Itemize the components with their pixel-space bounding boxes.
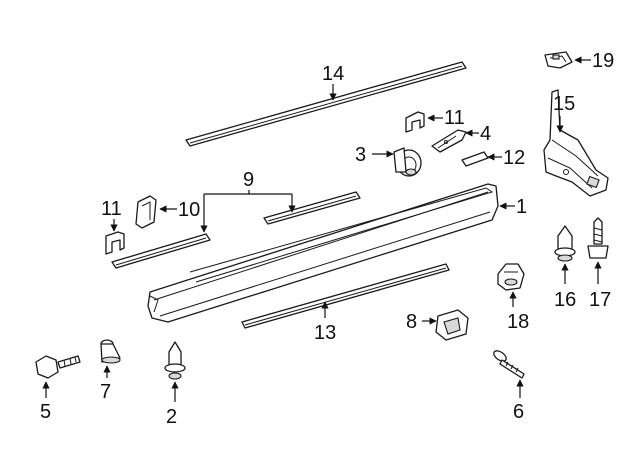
- callout-5: 5: [40, 401, 51, 423]
- molding-9-left: [111, 233, 211, 269]
- callout-15: 15: [553, 93, 575, 115]
- callout-4: 4: [480, 123, 491, 145]
- callout-6: 6: [513, 401, 524, 423]
- callout-13: 13: [314, 322, 336, 344]
- lower-molding-13: [241, 263, 450, 329]
- clip-10: [135, 195, 157, 229]
- callout-8: 8: [406, 311, 417, 333]
- callout-17: 17: [589, 289, 611, 311]
- callout-1: 1: [516, 196, 527, 218]
- callout-10: 10: [178, 199, 200, 221]
- molding-9-right: [263, 191, 361, 225]
- small-clip-11-top: [405, 111, 425, 133]
- callout-9: 9: [243, 169, 254, 191]
- callout-19: 19: [592, 50, 614, 72]
- mounting-bracket-15: [543, 89, 609, 197]
- callout-11-left: 11: [101, 198, 122, 220]
- molding-strip-14: [185, 61, 467, 147]
- push-clip-2: [164, 341, 186, 380]
- small-clip-11-left: [105, 231, 125, 255]
- callout-11-top: 11: [444, 107, 465, 129]
- callout-7: 7: [100, 381, 111, 403]
- rocker-panel-1: [147, 183, 499, 323]
- callout-12: 12: [503, 147, 525, 169]
- callout-18: 18: [507, 311, 529, 333]
- push-plug-3: [393, 147, 422, 177]
- grommet-18: [497, 263, 525, 291]
- push-rivet-16: [554, 225, 576, 262]
- plug-nut-7: [100, 339, 121, 364]
- bumper-block-8: [435, 309, 469, 341]
- bolt-17: [587, 217, 609, 259]
- hex-bolt-5: [35, 355, 81, 379]
- callout-3: 3: [355, 144, 366, 166]
- callout-2: 2: [166, 406, 177, 428]
- clip-nut-19: [544, 51, 573, 69]
- screw-6: [493, 350, 525, 379]
- pad-12: [461, 151, 489, 167]
- callout-16: 16: [554, 289, 576, 311]
- callout-14: 14: [322, 63, 344, 85]
- bracket-4: [431, 129, 467, 153]
